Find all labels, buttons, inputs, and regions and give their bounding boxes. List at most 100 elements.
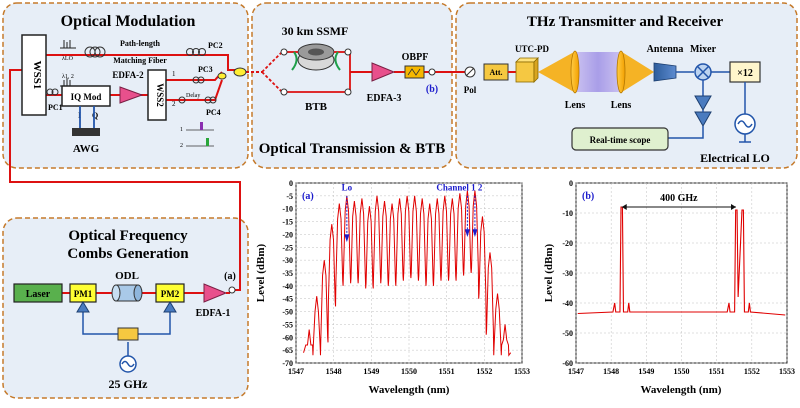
y-tick-label: -35 xyxy=(282,269,293,278)
fiber-spool-icon xyxy=(297,43,335,71)
y-tick-label: -20 xyxy=(282,230,293,239)
rf-splitter xyxy=(117,327,139,341)
y-tick-label: -20 xyxy=(562,239,573,248)
obpf-label: OBPF xyxy=(402,52,429,63)
wss2-block xyxy=(147,69,167,121)
pc1-label: PC1 xyxy=(48,103,63,112)
chart-a-panel-label: (a) xyxy=(302,191,314,202)
att-label: Att. xyxy=(489,68,502,77)
spacing-arrow-right xyxy=(731,204,737,210)
y-tick-label: -55 xyxy=(282,320,293,329)
beam-cone-1 xyxy=(538,52,574,92)
y-tick-label: 0 xyxy=(569,179,573,188)
edfa2-amplifier xyxy=(119,86,144,104)
edfa1-amplifier xyxy=(203,283,228,303)
chart-b-marks xyxy=(621,204,737,210)
chart-b-yticks: 0-10-20-30-40-50-60 xyxy=(562,179,573,368)
lens2-label: Lens xyxy=(611,100,632,111)
comb-title-line1: Optical Frequency xyxy=(68,228,188,244)
transmission-title: Optical Transmission & BTB xyxy=(259,141,446,157)
y-tick-label: -60 xyxy=(562,359,573,368)
chart-a-trace xyxy=(303,190,512,357)
matching-fiber-label: Matching Fiber xyxy=(113,56,167,65)
rf-drive-lines xyxy=(82,306,171,356)
chart-b-spacing-annotation: 400 GHz xyxy=(660,193,698,204)
y-tick-label: -15 xyxy=(282,218,293,227)
edfa1-label: EDFA-1 xyxy=(196,308,231,319)
x-tick-label: 1549 xyxy=(363,367,379,376)
fiber-coil-icon xyxy=(84,46,106,58)
y-tick-label: -50 xyxy=(562,329,573,338)
lo-marker-arrow xyxy=(344,234,350,243)
pc4-icon xyxy=(204,96,217,104)
btb-label: BTB xyxy=(305,101,328,113)
utc-pd-block xyxy=(515,57,539,83)
chart-b-ylabel: Level (dBm) xyxy=(543,243,555,302)
chart-b-xlabel: Wavelength (nm) xyxy=(641,384,722,396)
y-tick-label: 0 xyxy=(289,179,293,188)
pc1-icon xyxy=(46,88,59,96)
switch-paths xyxy=(261,51,351,93)
odl-label: ODL xyxy=(115,270,139,282)
y-tick-label: -50 xyxy=(282,308,293,317)
antenna-label: Antenna xyxy=(647,44,684,55)
chart-a-channel-annotation: Channel 1 2 xyxy=(436,183,483,193)
x-tick-label: 1547 xyxy=(288,367,304,376)
inset-label-2: 2 xyxy=(180,143,183,149)
iq-mod-block xyxy=(61,85,111,107)
thz-title: THz Transmitter and Receiver xyxy=(527,14,724,30)
multiplier-label: ×12 xyxy=(737,68,753,79)
lo-small-label: λLO xyxy=(62,56,74,62)
chart-b-trace xyxy=(577,206,786,316)
polarizer-slash xyxy=(465,67,475,77)
inset-bar-green xyxy=(206,138,209,146)
iq-mod-label: IQ Mod xyxy=(71,92,102,102)
y-tick-label: -5 xyxy=(286,192,293,201)
obpf-symbol xyxy=(407,68,421,76)
electrical-lo-label: Electrical LO xyxy=(700,151,770,165)
pm1-driver-amp xyxy=(76,301,90,313)
pc3-icon xyxy=(192,76,205,84)
y-tick-label: -45 xyxy=(282,295,293,304)
scope-label: Real-time scope xyxy=(590,135,651,145)
switch-arrow-left xyxy=(291,51,298,71)
edfa3-amplifier xyxy=(371,62,396,82)
wss1-block xyxy=(21,34,47,116)
laser-block xyxy=(13,283,63,303)
spectrum-chart-a: 0-5-10-15-20-25-30-35-40-45-50-55-60-65-… xyxy=(255,179,530,396)
laser-label: Laser xyxy=(26,289,51,300)
x-tick-label: 1548 xyxy=(326,367,342,376)
chart-a-ylabel: Level (dBm) xyxy=(255,243,267,302)
channel-marker-arrow xyxy=(472,229,478,237)
chart-b-panel-label: (b) xyxy=(582,191,594,202)
y-tick-label: -10 xyxy=(282,205,293,214)
x-tick-label: 1553 xyxy=(779,367,795,376)
modulation-title: Optical Modulation xyxy=(61,13,196,30)
switch-nodes xyxy=(280,48,352,96)
chart-a-marks xyxy=(344,195,478,243)
x-tick-label: 1550 xyxy=(401,367,417,376)
pm1-label: PM1 xyxy=(74,289,93,299)
x-tick-label: 1552 xyxy=(476,367,492,376)
y-tick-label: -40 xyxy=(282,282,293,291)
wss1-label: WSS1 xyxy=(31,61,43,90)
x-tick-label: 1553 xyxy=(514,367,530,376)
lo-wavelength-icon xyxy=(60,40,76,49)
y-tick-label: -60 xyxy=(282,333,293,342)
lens1-icon xyxy=(570,50,580,94)
fiber-length-label: 30 km SSMF xyxy=(282,24,349,38)
output-coupler xyxy=(233,67,247,77)
mixer-label: Mixer xyxy=(690,44,717,55)
thz-beam xyxy=(576,52,620,92)
odl-icon xyxy=(111,284,143,302)
spacing-arrow-left xyxy=(621,204,627,210)
utc-pd-label: UTC-PD xyxy=(515,44,549,54)
lens1-label: Lens xyxy=(565,100,586,111)
y-tick-label: -70 xyxy=(282,359,293,368)
rf-frequency-label: 25 GHz xyxy=(109,377,149,391)
a-marker: (a) xyxy=(224,271,236,282)
awg-connector xyxy=(72,128,100,136)
chart-a-xlabel: Wavelength (nm) xyxy=(369,384,450,396)
